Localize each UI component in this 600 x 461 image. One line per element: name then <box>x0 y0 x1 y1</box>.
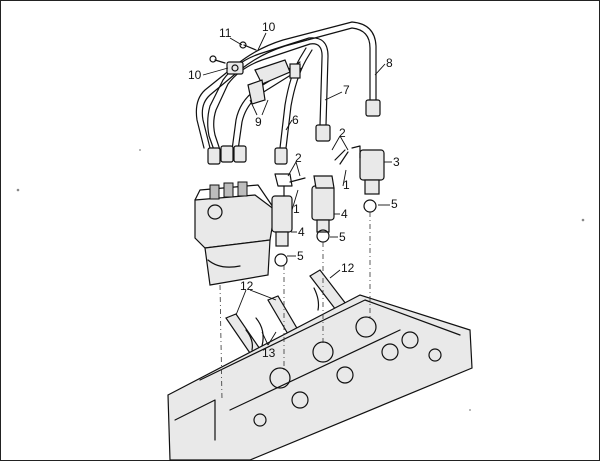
glow-plugs <box>225 269 347 357</box>
callout-5-middle: 5 <box>339 230 346 244</box>
background-specks <box>16 149 585 411</box>
callout-7: 7 <box>343 83 350 97</box>
callout-5-left: 5 <box>297 249 304 263</box>
callout-8: 8 <box>386 56 393 70</box>
callout-6: 6 <box>292 113 299 127</box>
callout-5-right: 5 <box>391 197 398 211</box>
pipe-clamp <box>209 41 301 105</box>
callout-11: 11 <box>219 26 232 40</box>
callout-12-left: 12 <box>240 279 254 293</box>
injection-pipe-8 <box>201 27 371 149</box>
callout-10-left: 10 <box>188 68 202 82</box>
callout-3: 3 <box>393 155 400 169</box>
callout-2-left: 2 <box>295 151 302 165</box>
cylinder-head <box>167 294 473 461</box>
callout-1-middle: 1 <box>343 178 350 192</box>
callout-1-left: 1 <box>293 202 300 216</box>
callout-9: 9 <box>255 115 262 129</box>
injection-pump <box>194 181 276 286</box>
center-lines <box>219 212 371 401</box>
pipe-nuts <box>207 99 381 165</box>
nozzle-holders <box>271 145 385 267</box>
callout-2-middle: 2 <box>339 126 346 140</box>
callouts: 11 10 10 9 8 7 6 2 1 2 1 3 4 5 4 5 5 12 … <box>188 20 400 360</box>
callout-10-top: 10 <box>262 20 276 34</box>
callout-4-left: 4 <box>298 225 305 239</box>
callout-4-middle: 4 <box>341 207 348 221</box>
callout-12-right: 12 <box>341 261 355 275</box>
callout-13: 13 <box>262 346 276 360</box>
leader-lines <box>202 32 392 346</box>
